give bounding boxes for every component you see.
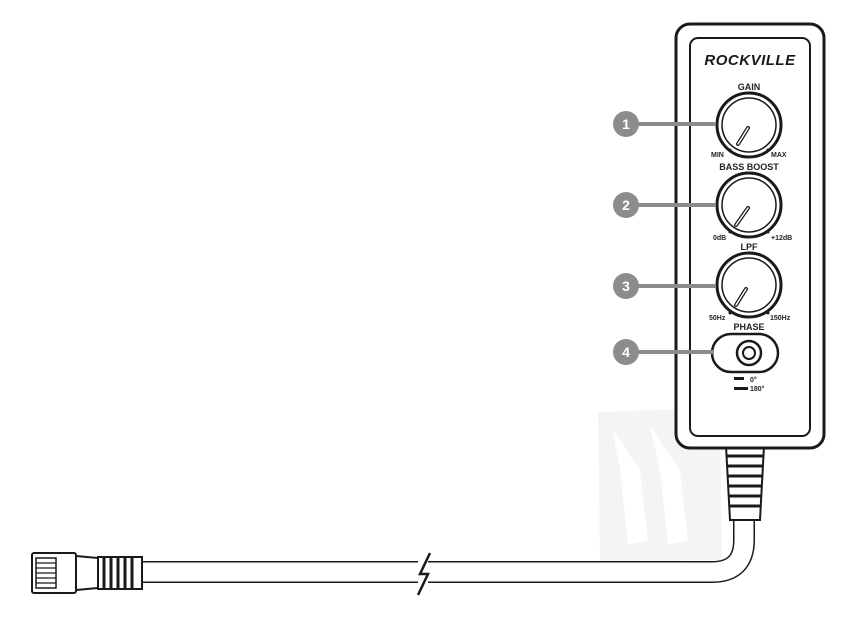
- bass-boost-min-label: 0dB: [713, 235, 726, 242]
- phase-180-icon: [734, 387, 748, 390]
- callout-1-number: 1: [622, 116, 630, 132]
- lpf-label: LPF: [741, 242, 759, 252]
- callout-1: 1: [613, 111, 716, 137]
- phase-180-label: 180°: [750, 385, 765, 393]
- bass-boost-label: BASS BOOST: [719, 162, 779, 172]
- brand-logo: ROCKVILLE: [704, 52, 796, 69]
- rj45-connector: [31, 552, 143, 594]
- phase-0-icon: [734, 377, 744, 380]
- bass-boost-knob-group: BASS BOOST 0dB +12dB: [713, 162, 792, 242]
- gain-knob[interactable]: [715, 91, 783, 159]
- phase-label: PHASE: [733, 322, 764, 332]
- callout-2-number: 2: [622, 197, 630, 213]
- phase-0-label: 0°: [750, 376, 757, 384]
- callout-4: 4: [613, 339, 714, 365]
- gain-label: GAIN: [738, 82, 761, 92]
- lpf-knob-group: LPF 50Hz 150Hz: [709, 242, 791, 322]
- lpf-knob[interactable]: [715, 251, 783, 319]
- callout-2: 2: [613, 192, 716, 218]
- bass-boost-knob[interactable]: [715, 171, 783, 239]
- callout-4-number: 4: [622, 344, 630, 360]
- callout-3: 3: [613, 273, 716, 299]
- cable: [140, 506, 755, 596]
- cable-break-icon: [416, 552, 432, 596]
- bass-boost-max-label: +12dB: [771, 235, 792, 242]
- gain-max-label: MAX: [771, 152, 787, 159]
- lpf-min-label: 50Hz: [709, 315, 726, 322]
- lpf-max-label: 150Hz: [770, 315, 791, 322]
- gain-knob-group: GAIN MIN MAX: [711, 82, 787, 159]
- gain-min-label: MIN: [711, 152, 724, 159]
- phase-switch-group: PHASE 0° 180°: [710, 322, 780, 393]
- callout-3-number: 3: [622, 278, 630, 294]
- strain-relief: [724, 445, 766, 521]
